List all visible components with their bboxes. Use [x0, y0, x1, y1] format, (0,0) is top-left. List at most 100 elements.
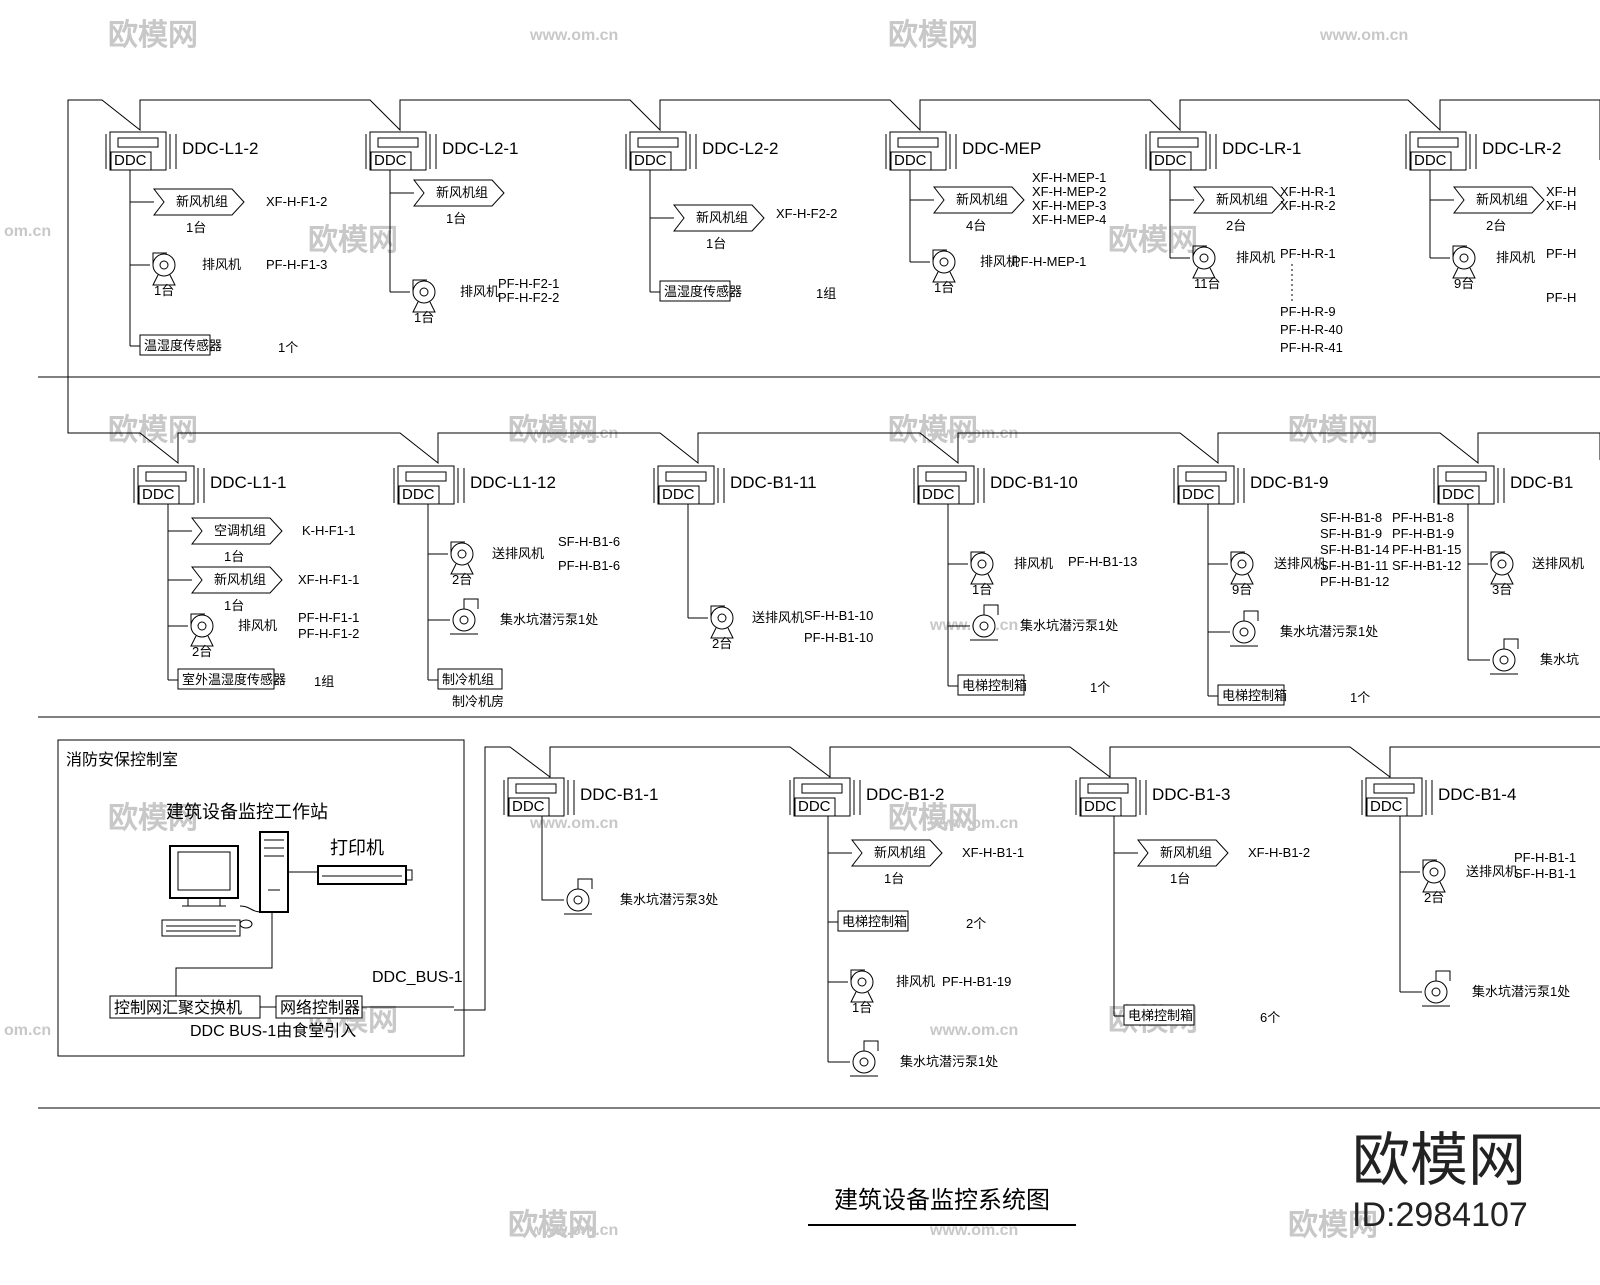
ddc-tag: DDC — [512, 798, 545, 815]
fan-label: 排风机 — [1014, 556, 1053, 571]
pump-label: 集水坑潜污泵1处 — [1472, 984, 1570, 999]
fan-label: 排风机 — [896, 974, 935, 989]
device-box — [437, 668, 503, 690]
ddc-name: DDC-B1-11 — [730, 473, 817, 492]
fan-qty: 2台 — [452, 572, 472, 587]
ahu-code: XF-H-B1-1 — [962, 845, 1024, 860]
air-handler-qty: 1台 — [186, 220, 206, 235]
panel-qty: 1个 — [1350, 690, 1370, 705]
fan-qty: 3台 — [1492, 582, 1512, 597]
fan-qty: 2台 — [192, 644, 212, 659]
fan-label: 送排风机 — [1466, 864, 1518, 879]
fan-icon — [152, 252, 176, 286]
ddc-tag: DDC — [1154, 152, 1187, 169]
fan-icon — [710, 605, 734, 639]
device-box-label: 温湿度传感器 — [144, 338, 222, 353]
pump-label: 集水坑潜污泵1处 — [900, 1054, 998, 1069]
fan-code: PF-H-F1-3 — [266, 257, 327, 272]
workstation-computer — [161, 831, 289, 937]
air-handler-label: 新风机组 — [1216, 192, 1268, 207]
fan-label: 送排风机 — [1532, 556, 1584, 571]
pump-icon — [563, 878, 593, 915]
ddc-tag: DDC — [922, 486, 955, 503]
fan-icon — [190, 613, 214, 647]
air-handler-label: 新风机组 — [436, 185, 488, 200]
watermark-brand-repeat: 欧模网 — [888, 802, 978, 835]
fan-code: SF-H-B1-10 — [804, 608, 873, 623]
fan-code: PF-H-B1-13 — [1068, 554, 1137, 569]
ahu-code: XF-H-MEP-3 — [1032, 198, 1106, 213]
ddc-name: DDC-LR-1 — [1222, 139, 1301, 158]
fan-code: PF-H-B1-19 — [942, 974, 1011, 989]
watermark-brand-repeat: 欧模网 — [1108, 224, 1198, 257]
fan-qty: 2台 — [712, 636, 732, 651]
air-handler-qty: 1台 — [1170, 871, 1190, 886]
watermark-url-repeat: www.om.cn — [929, 815, 1018, 832]
ddc-bus-note: DDC BUS-1由食堂引入 — [190, 1022, 356, 1040]
ddc-tag: DDC — [1442, 486, 1475, 503]
fan-code: SF-H-B1-1 — [1514, 866, 1576, 881]
watermark-brand-repeat: 欧模网 — [1288, 414, 1378, 447]
ahu-code: XF-H-F1-2 — [266, 194, 327, 209]
fan-label: 排风机 — [460, 284, 499, 299]
ddc-name: DDC-B1-3 — [1152, 785, 1230, 804]
ddc-bus-label: DDC_BUS-1 — [372, 969, 463, 986]
fan-icon — [932, 249, 956, 283]
fan-qty: 1台 — [154, 283, 174, 298]
ddc-name: DDC-L1-12 — [470, 473, 556, 492]
fan-icon — [1230, 551, 1254, 585]
fan-code: PF-H-R-41 — [1280, 340, 1343, 355]
ddc-name: DDC-B1-4 — [1438, 785, 1516, 804]
watermark-brand-repeat: 欧模网 — [108, 414, 198, 447]
watermark-brand-repeat: 欧模网 — [308, 224, 398, 257]
ddc-tag: DDC — [114, 152, 147, 169]
air-handler-label: 新风机组 — [874, 845, 926, 860]
ddc-tag: DDC — [1182, 486, 1215, 503]
watermark-brand-repeat: 欧模网 — [888, 19, 978, 52]
ahu-code: XF-H-F1-1 — [298, 572, 359, 587]
ddc-bus-lines — [67, 99, 1600, 1011]
fan-icon — [412, 279, 436, 313]
pump-label: 集水坑潜污泵1处 — [500, 612, 598, 627]
printer-label: 打印机 — [330, 838, 384, 858]
air-handler-label: 新风机组 — [696, 210, 748, 225]
fan-label: 送排风机 — [752, 610, 804, 625]
pump-icon — [969, 604, 999, 641]
fan-code: PF-H-F1-1 — [298, 610, 359, 625]
watermark-url-repeat: om.cn — [4, 1022, 51, 1039]
watermark-brand-repeat: 欧模网 — [888, 414, 978, 447]
pump-icon — [449, 598, 479, 635]
air-handler-qty: 1台 — [706, 236, 726, 251]
fan-code: SF-H-B1-11 — [1320, 558, 1388, 573]
fan-code: PF-H-F2-2 — [498, 290, 559, 305]
ddc-name: DDC-MEP — [962, 139, 1041, 158]
sensor-qty: 1个 — [278, 340, 298, 355]
pump-icon — [849, 1040, 879, 1077]
fan-code: PF-H-F1-2 — [298, 626, 359, 641]
fan-qty: 9台 — [1454, 276, 1474, 291]
fan-code: PF-H-R-1 — [1280, 246, 1336, 261]
fan-icon — [850, 969, 874, 1003]
ddc-tag: DDC — [1414, 152, 1447, 169]
panel-qty: 2个 — [966, 916, 986, 931]
chiller-room: 制冷机房 — [452, 694, 504, 709]
watermark-layer: 欧模网欧模网欧模网欧模网欧模网欧模网欧模网欧模网欧模网欧模网欧模网欧模网欧模网欧… — [4, 19, 1408, 1242]
fan-code: PF-H-B1-15 — [1392, 542, 1461, 557]
pump-label: 集水坑潜污泵1处 — [1020, 618, 1118, 633]
panel-qty: 1个 — [1090, 680, 1110, 695]
fan-icon — [1192, 245, 1216, 279]
control-room: 消防安保控制室 建筑设备监控工作站 打印机 控制网汇聚交换机 网络控制器 DDC… — [57, 739, 465, 1057]
ahu-code: XF-H — [1546, 184, 1576, 199]
device-box-label: 制冷机组 — [442, 672, 494, 687]
fan-label: 排风机 — [1496, 250, 1535, 265]
pump-label: 集水坑潜污泵3处 — [620, 892, 718, 907]
control-room-title: 消防安保控制室 — [66, 751, 178, 769]
watermark-brand-repeat: 欧模网 — [508, 414, 598, 447]
ahu-code: XF-H-MEP-4 — [1032, 212, 1106, 227]
fan-code: PF-H-B1-6 — [558, 558, 620, 573]
device-box-label: 电梯控制箱 — [1222, 688, 1287, 703]
